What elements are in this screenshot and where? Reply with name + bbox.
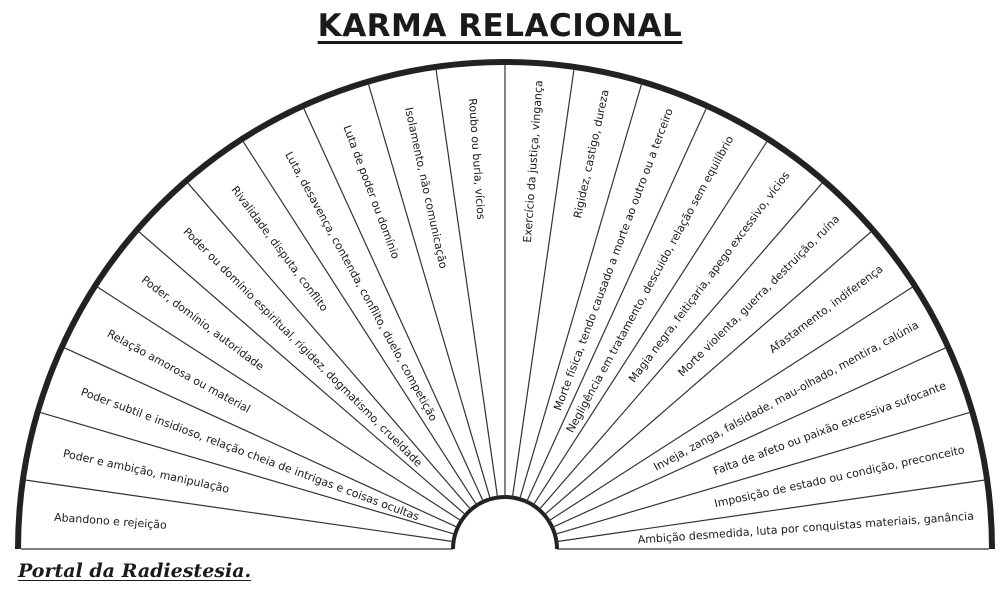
spoke-line (187, 182, 472, 511)
spoke-line (552, 347, 946, 528)
brand-logo-text: Portal da Radiestesia. (18, 560, 252, 582)
spoke-line (548, 286, 913, 522)
spoke-line (543, 231, 872, 516)
spoke-line (511, 69, 575, 498)
segment-label: Isolamento, não comunicação (402, 106, 450, 270)
outer-arc (15, 59, 995, 550)
spoke-line (554, 412, 970, 535)
segment-label: Exercício da justiça, vingança (521, 80, 546, 243)
spoke-line (97, 286, 462, 522)
segment-label: Rigidez, castigo, dureza (571, 88, 612, 219)
spoke-line (519, 84, 642, 500)
segment-label: Luta de poder ou domínio (340, 123, 402, 260)
inner-arc (451, 495, 559, 550)
segment-label: Abandono e rejeição (54, 511, 168, 532)
spoke-line (303, 108, 484, 502)
spoke-line (556, 479, 985, 543)
spoke-line (538, 182, 823, 511)
spoke-line (526, 108, 707, 502)
spoke-line (435, 69, 499, 498)
spoke-line (242, 141, 478, 506)
chart-title: KARMA RELACIONAL (317, 8, 683, 44)
spoke-line (138, 231, 467, 516)
spoke-line (64, 347, 458, 528)
spoke-line (25, 479, 454, 543)
spoke-line (368, 84, 491, 500)
spoke-line (40, 412, 456, 535)
segment-label: Ambição desmedida, luta por conquistas m… (637, 510, 974, 547)
segment-label: Roubo ou burla, vícios (466, 98, 488, 221)
spoke-line (532, 141, 768, 506)
spoke-lines (21, 65, 989, 550)
